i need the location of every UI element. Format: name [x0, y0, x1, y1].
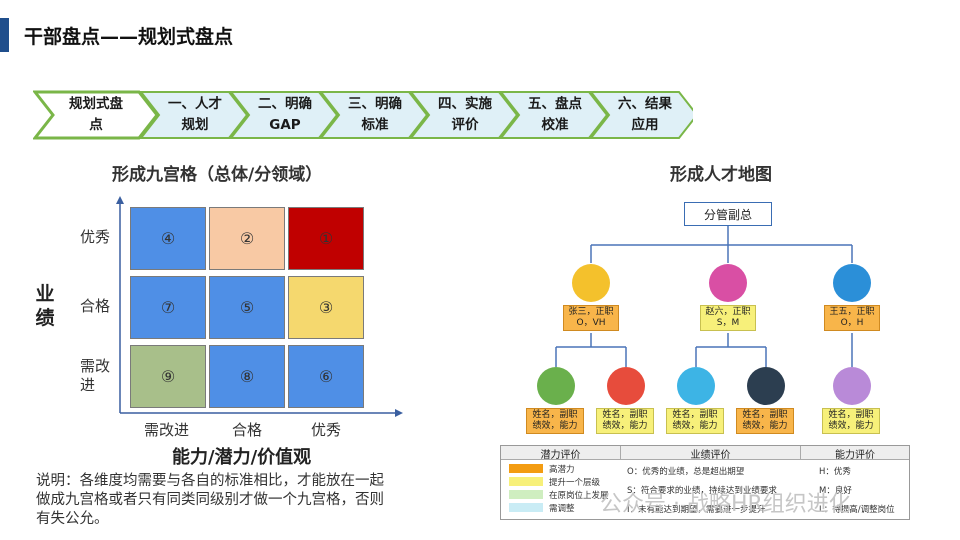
- avatar-icon: [677, 367, 715, 405]
- step-chevron: [228, 91, 339, 139]
- step-chevron: [498, 91, 609, 139]
- avatar-icon: [709, 264, 747, 302]
- grid-cell: ⑥: [288, 345, 364, 408]
- watermark: 公众号 · 战略HR组织进化: [600, 492, 851, 517]
- legend-text: O：优秀的业绩，总是超出期望: [627, 467, 745, 477]
- legend-text: S：符合要求的业绩，持续达到业绩要求: [627, 486, 777, 496]
- process-chevrons: [33, 90, 693, 140]
- legend-text: 需调整: [549, 504, 575, 514]
- legend-text: I：未有能达到期望，需要进一步提升: [627, 505, 766, 515]
- step-6: 六、结果应用: [618, 96, 672, 133]
- step-chevron: [138, 91, 249, 139]
- x-label-qualified: 合格: [232, 421, 263, 439]
- y-label-excellent: 优秀: [80, 228, 111, 246]
- grid-cell: ①: [288, 207, 364, 270]
- grid-cell: ②: [209, 207, 285, 270]
- page-title: 干部盘点——规划式盘点: [24, 26, 234, 48]
- nine-grid-title: 形成九宫格（总体/分领域）: [112, 165, 323, 185]
- step-chevron: [318, 91, 429, 139]
- legend-text: 提升一个层级: [549, 478, 601, 488]
- evaluation-legend: 潜力评价 业绩评价 能力评价 高潜力 提升一个层级 在原岗位上发展 需调整 O：…: [500, 445, 910, 520]
- step-chevron: [588, 91, 693, 139]
- step-0: 规划式盘点: [69, 96, 123, 133]
- step-5: 五、盘点校准: [528, 96, 582, 133]
- org-root-box: 分管副总: [684, 202, 772, 226]
- avatar-icon: [833, 264, 871, 302]
- legend-header: 潜力评价: [501, 446, 621, 461]
- y-axis-arrow: [116, 196, 124, 204]
- grid-cell: ③: [288, 276, 364, 339]
- legend-text: M：良好: [819, 486, 852, 496]
- y-axis-title: 业绩: [35, 283, 55, 329]
- x-label-excellent: 优秀: [311, 421, 342, 439]
- step-3: 三、明确标准: [348, 96, 402, 133]
- legend-text: 高潜力: [549, 465, 575, 475]
- legend-header: 能力评价: [801, 446, 909, 461]
- legend-swatch: [509, 464, 543, 473]
- legend-text: L：待提高/调整岗位: [819, 505, 895, 515]
- avatar-icon: [747, 367, 785, 405]
- legend-swatch: [509, 490, 543, 499]
- grid-cell: ④: [130, 207, 206, 270]
- staff-card: 姓名，副职绩效，能力: [822, 408, 880, 434]
- avatar-icon: [607, 367, 645, 405]
- grid-cell: ⑦: [130, 276, 206, 339]
- talent-map-title: 形成人才地图: [670, 165, 772, 185]
- grid-cell: ⑨: [130, 345, 206, 408]
- grid-axes: [116, 196, 403, 417]
- legend-header: 业绩评价: [621, 446, 801, 461]
- y-label-qualified: 合格: [80, 297, 111, 315]
- staff-card: 姓名，副职绩效，能力: [736, 408, 794, 434]
- x-axis-arrow: [395, 409, 403, 417]
- avatar-icon: [572, 264, 610, 302]
- legend-swatch: [509, 477, 543, 486]
- legend-text: H：优秀: [819, 467, 851, 477]
- legend-swatch: [509, 503, 543, 512]
- grid-cell: ⑧: [209, 345, 285, 408]
- y-label-improve: 需改进: [80, 357, 111, 394]
- avatar-icon: [833, 367, 871, 405]
- step-chevron: [408, 91, 519, 139]
- step-chevron: [33, 90, 159, 140]
- grid-note: 说明：各维度均需要与各自的标准相比，才能放在一起做成九宫格或者只有同类同级别才做…: [36, 473, 384, 527]
- staff-card: 姓名，副职绩效，能力: [526, 408, 584, 434]
- org-connectors: [555, 226, 853, 367]
- step-1: 一、人才规划: [168, 96, 222, 133]
- legend-text: 在原岗位上发展: [549, 491, 609, 501]
- title-accent-bar: [0, 18, 9, 52]
- grid-cell: ⑤: [209, 276, 285, 339]
- x-label-improve: 需改进: [144, 421, 190, 439]
- staff-card: 姓名，副职绩效，能力: [666, 408, 724, 434]
- x-axis-title: 能力/潜力/价值观: [172, 447, 312, 468]
- step-4: 四、实施评价: [438, 96, 492, 133]
- avatar-icon: [537, 367, 575, 405]
- staff-card: 姓名，副职绩效，能力: [596, 408, 654, 434]
